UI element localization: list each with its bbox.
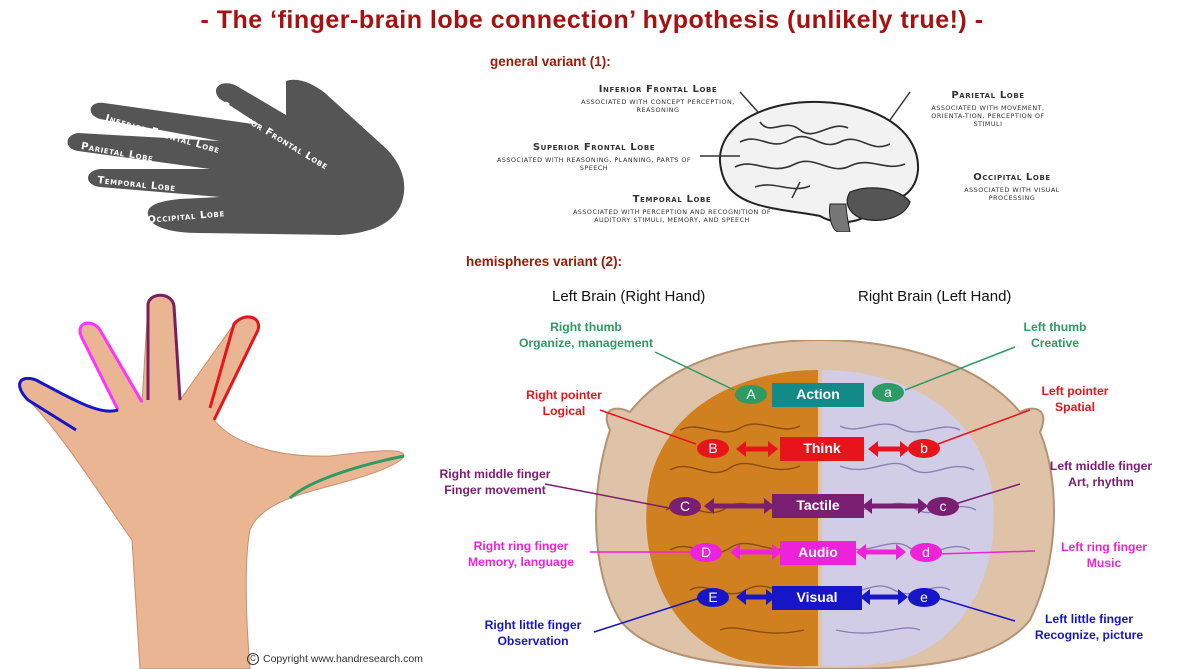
circle-A: A xyxy=(735,385,767,404)
circle-E: E xyxy=(697,588,729,607)
circle-d: d xyxy=(910,543,942,562)
think-box: Think xyxy=(780,437,864,461)
circle-B: B xyxy=(697,439,729,458)
circle-b: b xyxy=(908,439,940,458)
circle-e: e xyxy=(908,588,940,607)
copyright-icon: C xyxy=(247,653,259,665)
copyright-text: Copyright www.handresearch.com xyxy=(263,653,423,665)
audio-box: Audio xyxy=(780,541,856,565)
circle-C: C xyxy=(669,497,701,516)
tactile-box: Tactile xyxy=(772,494,864,518)
action-box: Action xyxy=(772,383,864,407)
circle-D: D xyxy=(690,543,722,562)
visual-box: Visual xyxy=(772,586,862,610)
circle-a: a xyxy=(872,383,904,402)
circle-c: c xyxy=(927,497,959,516)
copyright-notice: C Copyright www.handresearch.com xyxy=(247,653,423,665)
